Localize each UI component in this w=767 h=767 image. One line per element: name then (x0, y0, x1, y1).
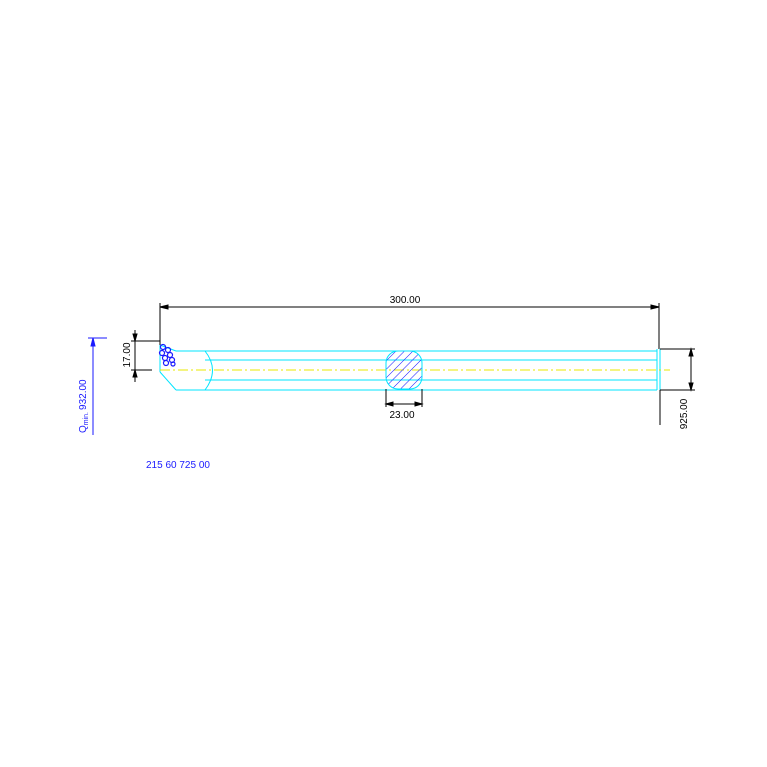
dim-length-label: 300.00 (390, 295, 421, 306)
dim-right (659, 347, 695, 425)
dim-outer (88, 337, 107, 435)
part-number: 215 60 725 00 (146, 460, 210, 471)
dim-height-left (131, 330, 160, 382)
dim-right-label: 925.00 (679, 398, 690, 429)
dim-length (159, 303, 660, 349)
dim-width-mid (384, 389, 424, 407)
thread-detail (158, 343, 176, 367)
svg-text:Qmin.932.00: Qmin.932.00 (78, 379, 90, 433)
part-outline (159, 344, 661, 391)
outline-chamfer-bottom (159, 371, 177, 391)
section-hatch (385, 350, 423, 390)
dim-outer-label: Qmin.932.00 (78, 379, 90, 433)
cross-section (385, 350, 423, 390)
outline-left-arc (204, 350, 213, 391)
dim-height-left-label: 17.00 (122, 342, 133, 367)
dim-width-mid-label: 23.00 (389, 410, 414, 421)
